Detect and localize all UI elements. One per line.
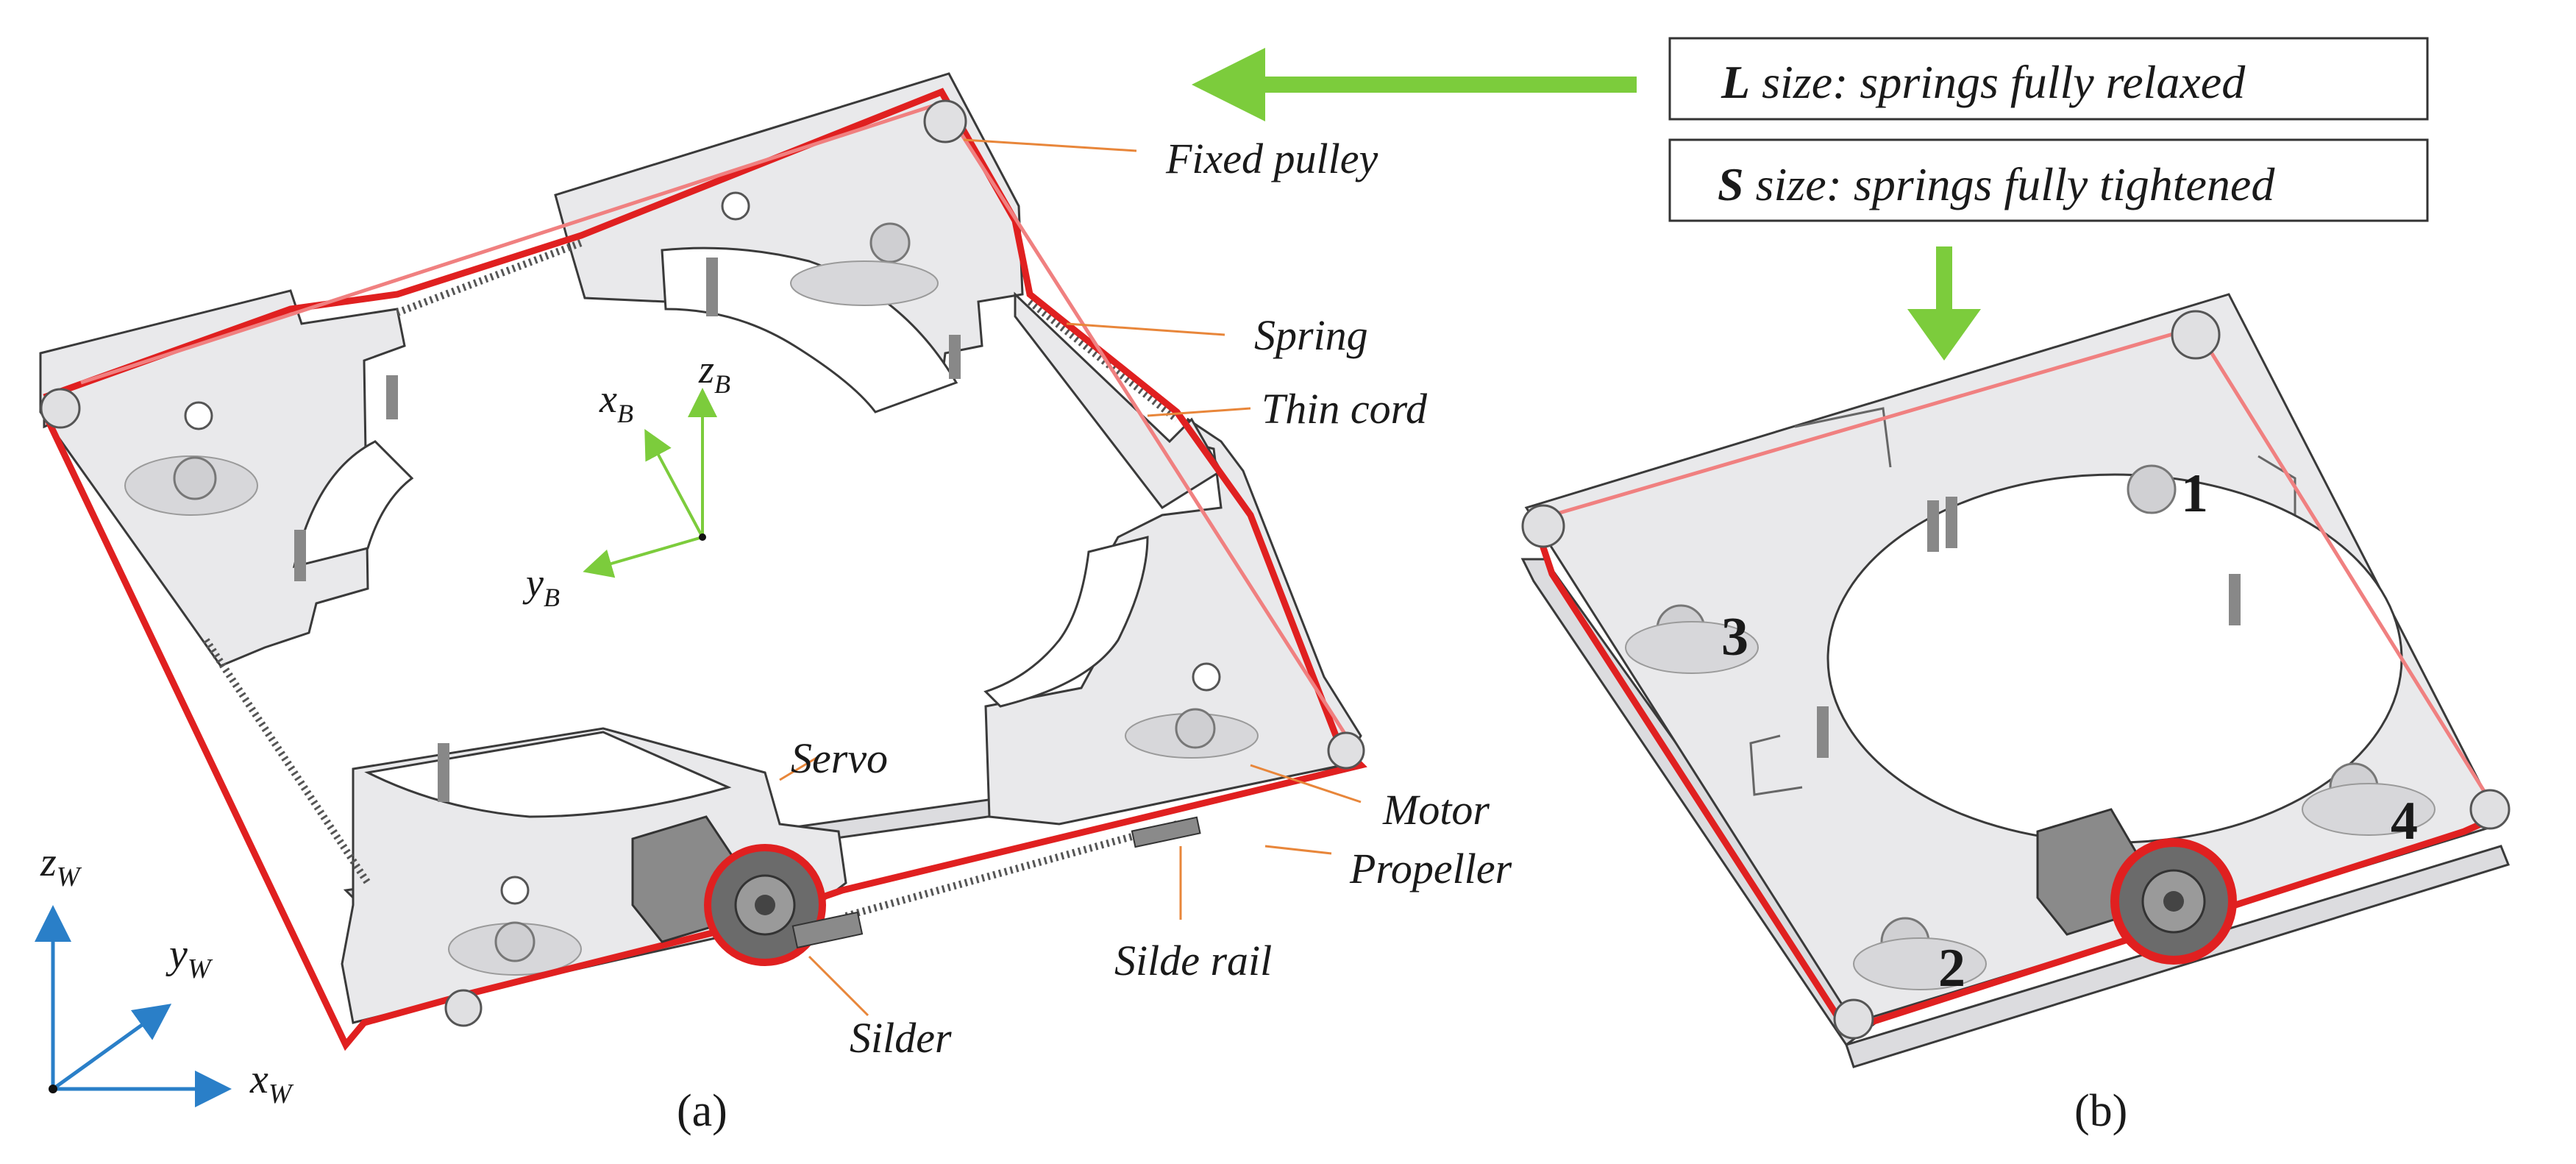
yb-label: yB	[522, 561, 560, 612]
legend: L size: springs fully relaxed S size: sp…	[1192, 37, 2429, 361]
leader-thin-cord	[1147, 407, 1251, 417]
motor	[173, 456, 217, 500]
thin-cord	[40, 88, 1367, 1051]
label-motor: Motor	[1382, 786, 1490, 834]
arrow-left-icon	[1192, 48, 1265, 121]
label-spring: Spring	[1254, 311, 1368, 359]
motor	[869, 222, 911, 263]
leader-servo	[779, 756, 817, 781]
label-thin-cord: Thin cord	[1262, 385, 1428, 433]
panel-a-labels: Fixed pulley Spring Thin cord Servo Moto…	[677, 135, 1512, 1136]
panel-b-drawing: 1 2 3 4 (b)	[1520, 293, 2511, 1136]
arrow-down-icon	[1907, 309, 1981, 361]
s-size-label: S size: springs fully tightened	[1718, 158, 2275, 210]
fixed-pulley	[923, 99, 967, 143]
motor-number-1: 1	[2181, 464, 2208, 524]
label-fixed-pulley: Fixed pulley	[1165, 135, 1378, 182]
leader-fixed-pulley	[963, 138, 1137, 152]
central-hole	[1826, 473, 2403, 844]
zb-label: zB	[698, 347, 730, 399]
l-size-box	[1668, 37, 2429, 121]
slide-rail	[1131, 816, 1201, 848]
yw-axis	[51, 1004, 172, 1091]
motor-number-2: 2	[1938, 938, 1965, 998]
label-propeller: Propeller	[1349, 845, 1512, 892]
yb-axis	[583, 536, 703, 578]
motor	[2127, 464, 2177, 514]
leader-slider	[808, 955, 869, 1017]
spring	[202, 638, 371, 885]
body-axes: xB zB yB	[522, 347, 730, 612]
zw-label: zW	[40, 840, 82, 892]
yw-label: yW	[166, 931, 213, 984]
xw-label: xW	[249, 1057, 294, 1110]
motor-number-4: 4	[2391, 791, 2418, 851]
leader-propeller	[1264, 845, 1332, 855]
world-axes: zW yW xW	[35, 840, 294, 1110]
l-size-label: L size: springs fully relaxed	[1721, 56, 2246, 108]
caption-b: (b)	[2074, 1086, 2127, 1136]
label-slider: Silder	[850, 1014, 952, 1062]
standoff	[386, 375, 398, 419]
spring	[396, 239, 583, 316]
motor-number-3: 3	[1721, 607, 1748, 667]
leader-spring	[1066, 322, 1225, 336]
slider	[791, 911, 864, 949]
label-slide-rail: Silde rail	[1114, 937, 1272, 984]
spring	[844, 820, 1178, 920]
xb-label: xB	[599, 377, 633, 428]
label-servo: Servo	[791, 734, 888, 782]
fixed-pulley	[2171, 310, 2221, 360]
leader-motor	[1250, 764, 1362, 803]
s-size-box	[1668, 138, 2429, 222]
spring	[1027, 299, 1180, 422]
panel-a-drawing	[39, 72, 1367, 1051]
xb-axis	[644, 428, 704, 538]
caption-a: (a)	[677, 1086, 727, 1136]
